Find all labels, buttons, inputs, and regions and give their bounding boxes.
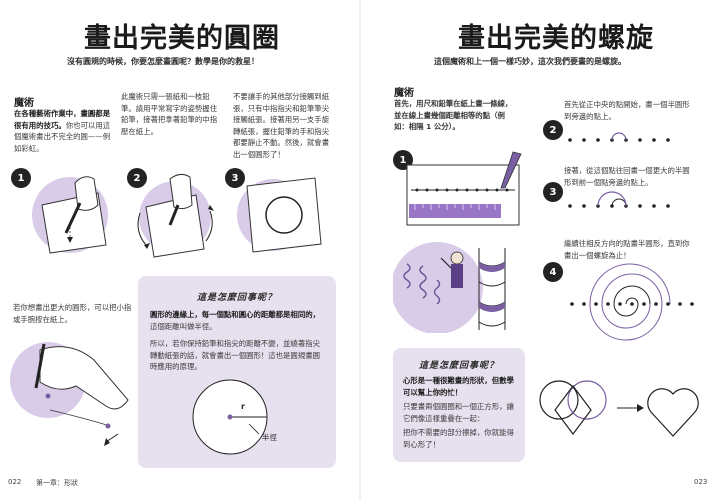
left-bigger-circle-text: 若你想畫出更大的圓形，可以把小指或手腕按在紙上。	[13, 303, 132, 324]
right-step1-text: 首先，用尺和鉛筆在紙上畫一條線，並在線上畫幾個距離相等的點（例如：相隔 1 公分…	[394, 99, 513, 131]
right-box-title: 這是怎麼回事呢？	[418, 361, 499, 371]
left-page-number: 022	[8, 478, 22, 486]
left-step2-illustration	[137, 173, 214, 258]
right-box-text2: 只要畫兩個圓圈和一個正方形，讓它們像這樣重疊在一起：	[403, 402, 514, 423]
left-radius-diagram	[192, 379, 268, 455]
left-box-text2: 所以，若你保持鉛筆和指尖的距離不變，並繞著指尖轉動紙張的話，就會畫出一個圓形！這…	[150, 339, 320, 371]
right-step-number-2: 2	[543, 120, 563, 140]
left-magic-heading: 魔術	[14, 98, 34, 109]
right-page-title: 畫出完美的螺旋	[458, 23, 654, 54]
left-intro-bold: 在各種藝術作業中，畫圓都是很有用的技巧。	[14, 109, 111, 130]
left-intro-text: 在各種藝術作業中，畫圓都是很有用的技巧。你也可以用這個魔術畫出不完全的圓——例如…	[14, 108, 114, 154]
right-step4-text: 繼續往相反方向的點畫半圓形，直到你畫出一個螺旋為止！	[564, 239, 690, 260]
left-step2-text: 不要讓手的其他部分接觸到紙張，只有中指指尖和鉛筆筆尖接觸紙張。接著用另一支手旋轉…	[233, 92, 330, 159]
right-box-bold: 心形是一種很難畫的形狀，但數學可以幫上你的忙！	[403, 376, 514, 397]
right-heart-diagram	[539, 380, 699, 437]
right-step2-text: 首先從正中央的點開始，畫一個半圓形到旁邊的點上。	[564, 100, 690, 121]
right-magician-illustration	[393, 242, 506, 333]
right-box-text3: 把你不需要的部分擦掉，你就能得到心形了！	[403, 428, 514, 449]
left-step1-illustration	[32, 176, 108, 254]
left-page-title: 畫出完美的圓圈	[84, 23, 280, 54]
right-step-number-3: 3	[543, 182, 563, 202]
left-box-bold: 圓形的邊緣上，每一個點和圓心的距離都是相同的，	[150, 310, 320, 319]
right-page-subtitle: 這個魔術和上一個一樣巧妙，這次我們要畫的是螺旋。	[434, 57, 626, 66]
right-step3-diagram	[568, 191, 670, 208]
right-magic-heading: 魔術	[394, 88, 414, 99]
right-step-number-4: 4	[543, 262, 563, 282]
right-ruler-illustration	[406, 151, 522, 226]
right-explanation-box: 這是怎麼回事呢？ 心形是一種很難畫的形狀，但數學可以幫上你的忙！ 只要畫兩個圓圈…	[393, 348, 525, 462]
left-step-number-3: 3	[225, 168, 245, 188]
page-gutter	[359, 0, 361, 500]
left-wrist-illustration	[10, 342, 129, 446]
right-page-number: 023	[694, 478, 708, 486]
left-chapter-label: 第一章：形狀	[36, 479, 78, 487]
left-box-rest: 這個距離叫做半徑。	[150, 321, 217, 331]
right-step2-diagram	[568, 132, 670, 142]
left-page-subtitle: 沒有圓規的時候，你要怎麼畫圓呢？數學是你的救星！	[67, 57, 259, 66]
left-intro-rest: 你也可以用這個魔術畫出不完全的圓——例如彩虹。	[14, 120, 111, 153]
left-radius-letter: r	[241, 402, 245, 411]
left-step3-illustration	[237, 177, 322, 253]
right-step3-text: 接著，從這個點往回畫一個更大的半圓形到前一個點旁邊的點上。	[564, 166, 690, 187]
left-step1-text: 此魔術只需一張紙和一枝鉛筆。請用平常寫字的姿勢握住鉛筆，接著把拿著鉛筆的中指壓在…	[121, 92, 218, 136]
left-box-text1: 圓形的邊緣上，每一個點和圓心的距離都是相同的， 這個距離叫做半徑。	[150, 309, 324, 332]
left-step-number-2: 2	[127, 168, 147, 188]
left-radius-label: 半徑	[262, 433, 277, 442]
left-step-number-1: 1	[11, 168, 31, 188]
left-box-title: 這是怎麼回事呢？	[196, 293, 277, 303]
right-spiral-diagram	[570, 263, 694, 341]
